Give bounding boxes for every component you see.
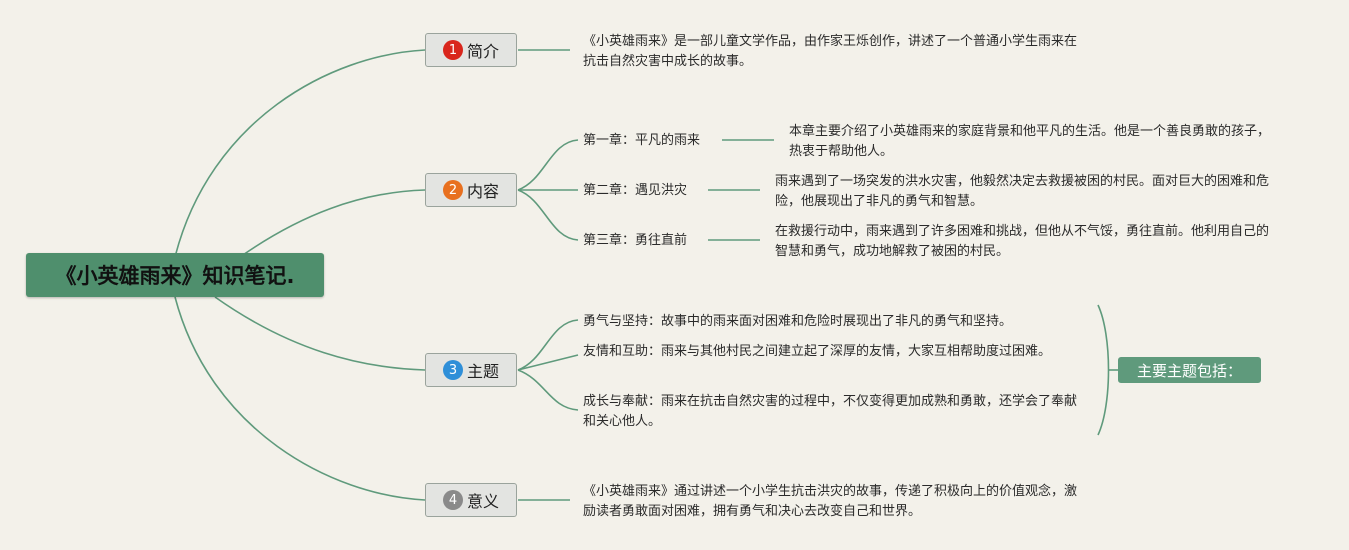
theme-item-2[interactable]: 友情和互助：雨来与其他村民之间建立起了深厚的友情，大家互相帮助度过困难。: [583, 344, 1052, 359]
link-theme-item2: [517, 354, 579, 371]
topic-meaning[interactable]: 4 意义: [425, 483, 517, 517]
root-title: 《小英雄雨来》知识笔记.: [55, 264, 295, 288]
link-root-intro: [174, 49, 426, 258]
number-1-icon: 1: [442, 40, 463, 60]
link-root-content: [239, 189, 426, 258]
link-content-ch1: [517, 139, 579, 191]
meaning-text: 《小英雄雨来》通过讲述一个小学生抗击洪灾的故事，传递了积极向上的价值观念，激励读…: [583, 484, 1078, 519]
chapter-1-title[interactable]: 第一章：平凡的雨来: [583, 133, 701, 148]
number-3-icon: 3: [442, 360, 463, 380]
root-node[interactable]: 《小英雄雨来》知识笔记.: [26, 253, 324, 297]
theme-item-3[interactable]: 成长与奉献：雨来在抗击自然灾害的过程中，不仅变得更加成熟和勇敢，还学会了奉献和关…: [583, 394, 1078, 429]
chapter-3-text: 在救援行动中，雨来遇到了许多困难和挑战，但他从不气馁，勇往直前。他利用自己的智慧…: [775, 224, 1270, 259]
topic-content[interactable]: 2 内容: [425, 173, 517, 207]
link-theme-item3: [517, 369, 579, 411]
theme-summary[interactable]: 主要主题包括：: [1118, 357, 1261, 383]
number-2-icon: 2: [442, 180, 463, 200]
topic-intro-label: 简介: [466, 42, 499, 61]
topic-meaning-label: 意义: [466, 492, 499, 511]
topic-theme-label: 主题: [466, 362, 499, 381]
link-theme-item1: [517, 319, 579, 371]
chapter-2-title[interactable]: 第二章：遇见洪灾: [583, 183, 688, 198]
theme-item-1[interactable]: 勇气与坚持：故事中的雨来面对困难和危险时展现出了非凡的勇气和坚持。: [583, 314, 1013, 329]
topic-theme[interactable]: 3 主题: [425, 353, 517, 387]
link-content-ch3: [517, 189, 579, 241]
theme-summary-label: 主要主题包括：: [1136, 361, 1242, 380]
chapter-2-text: 雨来遇到了一场突发的洪水灾害，他毅然决定去救援被困的村民。面对巨大的困难和危险，…: [775, 174, 1270, 209]
summary-brace: [1097, 304, 1110, 436]
chapter-3-title[interactable]: 第三章：勇往直前: [583, 233, 688, 248]
link-root-meaning: [174, 296, 426, 501]
topic-intro[interactable]: 1 简介: [425, 33, 517, 67]
link-root-theme: [214, 296, 426, 371]
number-4-icon: 4: [442, 490, 463, 510]
intro-text: 《小英雄雨来》是一部儿童文学作品，由作家王烁创作，讲述了一个普通小学生雨来在抗击…: [583, 34, 1078, 69]
chapter-1-text: 本章主要介绍了小英雄雨来的家庭背景和他平凡的生活。他是一个善良勇敢的孩子，热衷于…: [789, 124, 1271, 159]
topic-content-label: 内容: [466, 182, 499, 201]
